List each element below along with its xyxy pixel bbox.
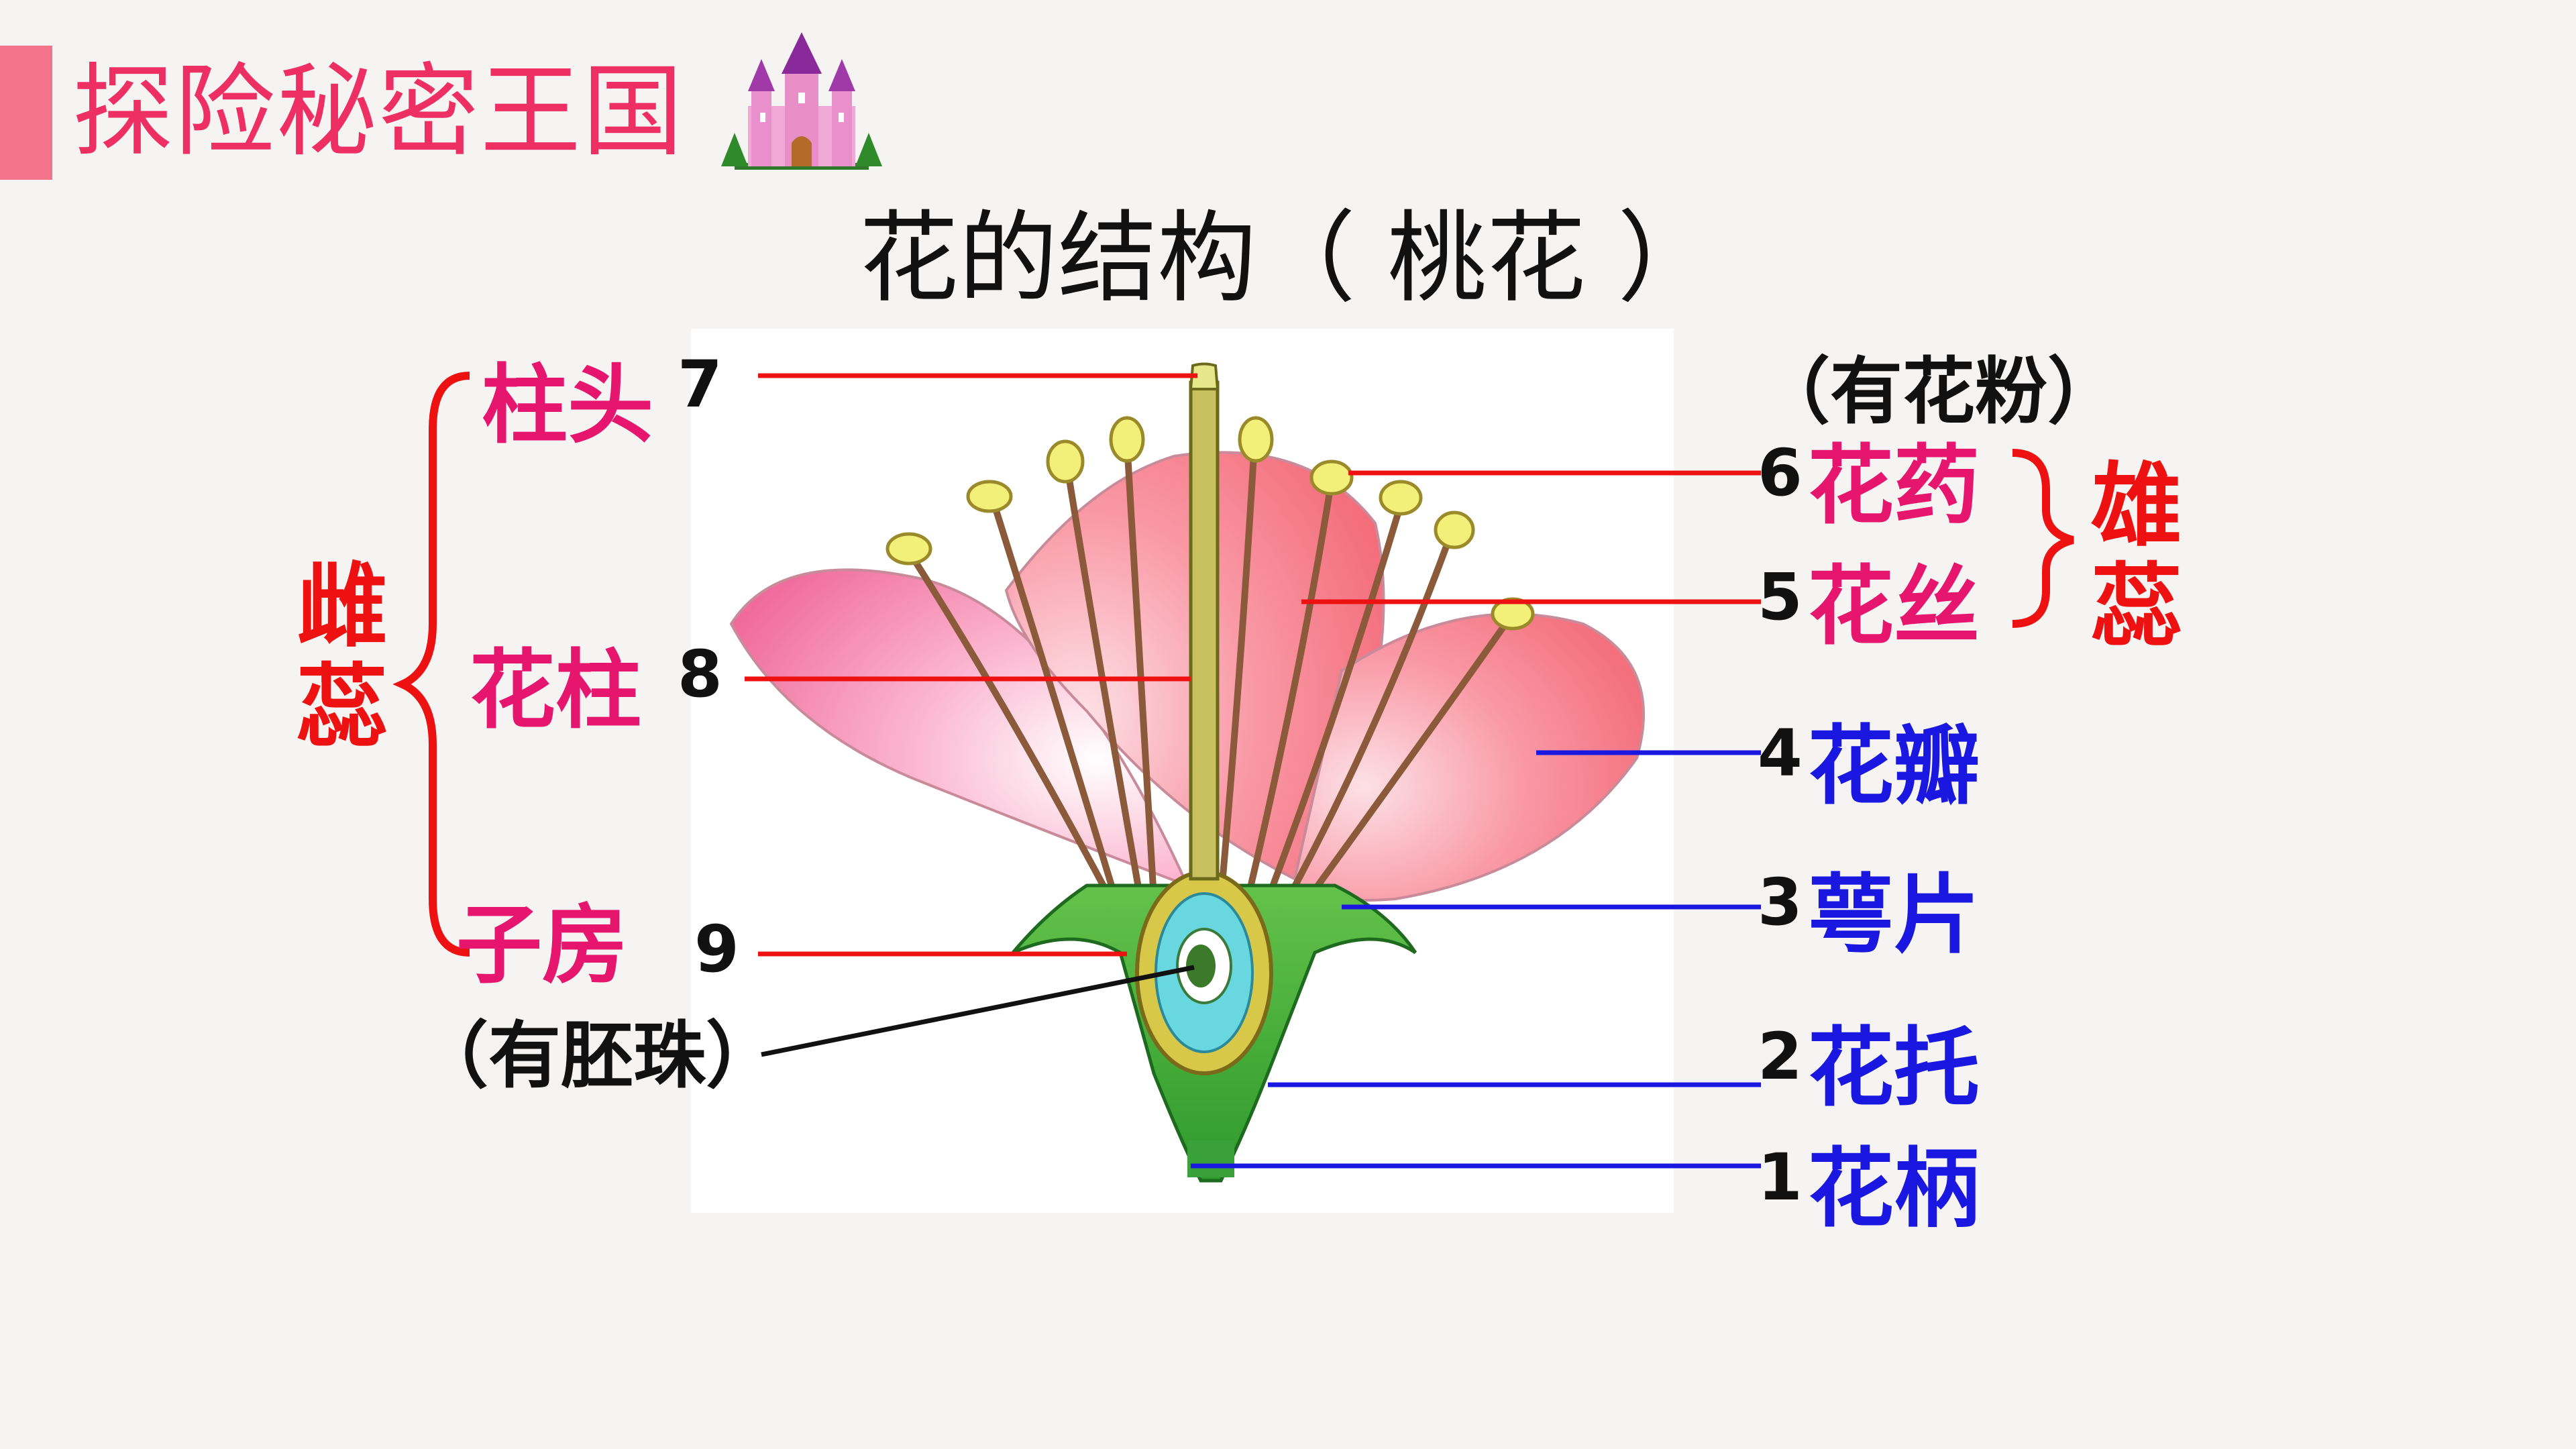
sepal-label: 萼片 (1808, 865, 1980, 965)
petal-left (729, 568, 1190, 888)
ovule-note: （有胚珠） (416, 1014, 779, 1098)
pedicel-number: 1 (1758, 1140, 1803, 1215)
anther-number: 6 (1758, 435, 1803, 511)
style-shape (1189, 380, 1220, 881)
filaments (909, 442, 1516, 901)
petal-right (1293, 612, 1645, 902)
castle-icon (721, 32, 882, 170)
pistil-brace (392, 372, 470, 957)
stamen-brace (2012, 449, 2074, 628)
filament-label: 花丝 (1808, 557, 1980, 657)
receptacle-number: 2 (1758, 1019, 1803, 1094)
ovary-label: 子房 (456, 896, 629, 996)
header-accent-bar (0, 46, 52, 180)
receptacle-label: 花托 (1808, 1018, 1980, 1118)
ovary-number: 9 (694, 912, 739, 987)
leader-lines (745, 373, 1761, 1169)
stamen-label: 雄蕊 (2091, 453, 2182, 660)
petal-number: 4 (1758, 716, 1803, 791)
stigma-number: 7 (678, 347, 722, 422)
style-number: 8 (678, 637, 722, 712)
filament-number: 5 (1758, 559, 1803, 635)
stigma-shape (1189, 362, 1220, 390)
page-title: 探险秘密王国 (72, 54, 685, 170)
pistil-label: 雌蕊 (297, 554, 388, 761)
petal-label: 花瓣 (1808, 716, 1980, 816)
style-label: 花柱 (470, 641, 642, 741)
stigma-label: 柱头 (482, 356, 654, 455)
pedicel-shape (1187, 1140, 1234, 1177)
pollen-note: （有花粉） (1758, 350, 2121, 434)
pedicel-label: 花柄 (1808, 1139, 1980, 1239)
anthers (885, 416, 1535, 631)
sepal-number: 3 (1758, 865, 1803, 940)
anther-label: 花药 (1808, 436, 1980, 536)
flower-drawing (729, 362, 1645, 1183)
diagram-title: 花的结构（ 桃花 ） (859, 201, 1717, 316)
